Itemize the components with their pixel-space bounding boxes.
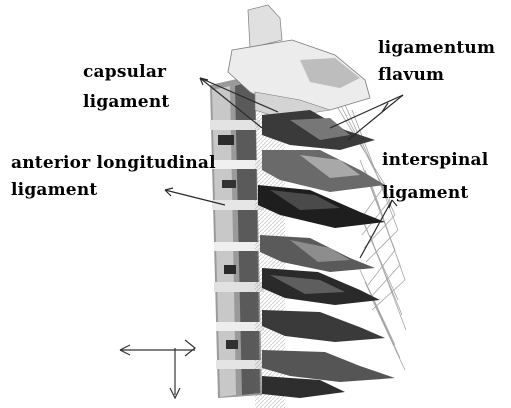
- label-anterior-line1: anterior longitudinal: [11, 153, 216, 173]
- label-capsular-line1: capsular: [83, 62, 169, 82]
- label-interspinal-line1: interspinal: [382, 150, 488, 170]
- label-interspinal-line2: ligament: [382, 183, 488, 203]
- label-capsular-ligament: capsular ligament: [83, 62, 169, 112]
- label-capsular-line2: ligament: [83, 92, 169, 112]
- label-flavum-line1: ligamentum: [378, 38, 495, 58]
- label-interspinal-ligament: interspinal ligament: [382, 150, 488, 203]
- label-flavum-line2: flavum: [378, 65, 495, 85]
- label-ligamentum-flavum: ligamentum flavum: [378, 38, 495, 85]
- axis-triad: [120, 340, 195, 398]
- label-anterior-line2: ligament: [11, 180, 216, 200]
- label-anterior-longitudinal-ligament: anterior longitudinal ligament: [11, 153, 216, 200]
